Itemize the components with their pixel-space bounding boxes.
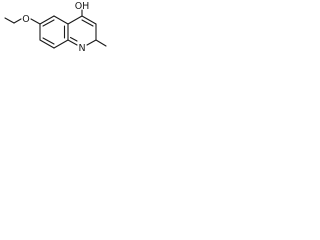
chemical-structure-diagram: O OH N xyxy=(4,1,107,54)
bond-benzo-5-inner xyxy=(42,37,55,45)
bond-benzo-1-inner xyxy=(42,19,55,27)
bond-ch2-ch3 xyxy=(4,17,15,24)
bond-aryl-oxygen xyxy=(30,18,41,25)
bond-methyl xyxy=(95,39,107,47)
atom-label-oxygen: O xyxy=(22,14,29,25)
bond-benzo-2 xyxy=(53,15,69,25)
bond-oxygen-ch2 xyxy=(13,18,22,24)
bond-pyr-2-inner xyxy=(81,19,94,27)
atom-label-hydroxyl: OH xyxy=(75,1,90,12)
bond-pyr-2 xyxy=(81,15,97,25)
atom-label-nitrogen: N xyxy=(78,43,85,54)
bond-pyr-5-inner xyxy=(69,36,78,42)
bond-benzo-1 xyxy=(39,15,55,25)
bond-benzo-5 xyxy=(39,39,55,49)
bond-benzo-4 xyxy=(53,39,69,49)
bond-pyr-5 xyxy=(67,39,78,46)
bond-pyr-1 xyxy=(67,15,83,25)
bond-pyr-4 xyxy=(86,39,97,46)
